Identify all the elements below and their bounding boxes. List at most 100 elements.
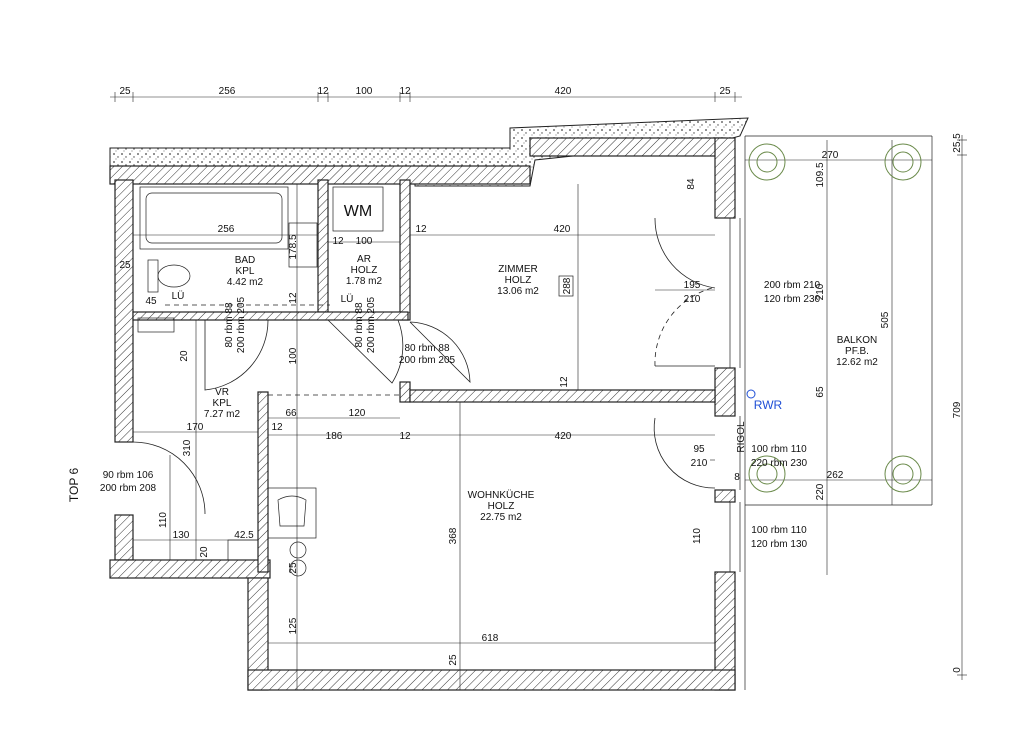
room-balkon-floor: PF.B. [845,346,869,357]
bathtub-icon [139,186,289,250]
dim-door-z-2: 200 rbm 205 [399,355,456,366]
right-dimension-chain: 25.5 709 0 [952,133,967,680]
dim-right-255: 25.5 [952,133,963,153]
room-balkon-name: BALKON [837,335,878,346]
dim-top-100: 100 [356,86,373,97]
interior-dimension-lines [133,184,715,690]
dim-425: 42.5 [234,530,254,541]
room-zimmer-area: 13.06 m2 [497,286,539,297]
room-vr-floor: KPL [213,398,232,409]
dim-210b: 210 [691,458,708,469]
dim-wk-width: 420 [555,431,572,442]
dim-window-1a: 200 rbm 210 [764,280,821,291]
room-wk-floor: HOLZ [488,501,515,512]
height-box [558,275,574,297]
dim-window-3b: 120 rbm 130 [751,539,808,550]
room-ar-area: 1.78 m2 [346,276,383,287]
dim-top-12a: 12 [317,86,329,97]
height-box-label: 288 [562,277,573,294]
dim-window-2b: 220 rbm 230 [751,458,808,469]
dim-window-2a: 100 rbm 110 [751,444,807,455]
top-dimension-chain: 25 256 12 100 12 420 25 [110,86,742,102]
dim-right-709: 709 [952,401,963,418]
dim-310: 310 [182,439,193,456]
dim-window-1b: 120 rbm 230 [764,294,821,305]
room-balkon: BALKON PF.B. 12.62 m2 [836,335,878,368]
dim-186: 186 [326,431,343,442]
dim-balcony-505: 505 [880,311,891,328]
dim-top-25b: 25 [719,86,731,97]
dim-1785: 178.5 [288,234,299,259]
room-zimmer-floor: HOLZ [505,275,532,286]
walls [109,137,736,691]
dim-balcony-220: 220 [815,483,826,500]
dim-130: 130 [173,530,190,541]
dim-66: 66 [285,408,297,419]
dim-45: 45 [145,296,157,307]
tree-icon [748,143,922,493]
dim-25-left: 25 [119,260,131,271]
rwr-icon [746,389,756,399]
wm-label: WM [344,203,372,220]
interior-dimensions: 256 100 12 12 420 178.5 25 45 12 84 80 r… [100,178,821,666]
room-vr-name: VR [215,387,229,398]
dim-wall-12b: 12 [415,224,427,235]
dim-door-ar-1: 80 rbm 88 [354,302,365,347]
dim-120: 120 [349,408,366,419]
dim-bad-width: 256 [218,224,235,235]
dim-95: 95 [693,444,705,455]
washing-machine-icon [332,186,384,232]
room-zimmer-name: ZIMMER [498,264,537,275]
dim-right-0: 0 [952,667,963,673]
dim-110: 110 [158,512,169,528]
dim-368: 368 [448,527,459,544]
dim-ar-width: 100 [356,236,373,247]
room-vr: VR KPL 7.27 m2 [204,387,241,420]
room-wk-name: WOHNKÜCHE [468,489,535,501]
room-ar-name: AR [357,254,371,265]
dim-balcony-65: 65 [815,386,826,398]
dim-8: 8 [734,472,740,483]
rigol-label: RIGOL [736,421,747,453]
room-wk-area: 22.75 m2 [480,512,522,523]
dim-top-25a: 25 [119,86,131,97]
dim-84: 84 [686,178,697,190]
unit-label: TOP 6 [67,468,81,503]
dim-top-12b: 12 [399,86,411,97]
dim-125: 125 [288,617,299,634]
dim-618: 618 [482,633,499,644]
room-bad-name: BAD [235,255,256,266]
dim-100: 100 [288,347,299,364]
dim-210: 210 [684,294,701,305]
dim-balcony-262: 262 [827,470,844,481]
room-bad-area: 4.42 m2 [227,277,264,288]
dim-12d: 12 [399,431,411,442]
room-bad-floor: KPL [236,266,255,277]
lu-label-bad: LÜ [172,290,185,302]
dim-door-z-1: 80 rbm 88 [404,343,449,354]
lu-label-ar: LÜ [341,293,354,305]
dim-entry-1: 90 rbm 106 [103,470,154,481]
dim-195: 195 [684,280,701,291]
room-ar-floor: HOLZ [351,265,378,276]
dim-12c: 12 [271,422,283,433]
dim-20: 20 [179,350,190,362]
room-balkon-area: 12.62 m2 [836,357,878,368]
door-swings [132,217,716,515]
dim-12-vertical: 12 [288,292,299,304]
dim-balcony-1095: 109.5 [815,162,826,187]
balcony-outline [729,135,933,690]
balcony-dimensions: 270 109.5 210 505 65 220 262 [745,140,932,575]
dim-entry-2: 200 rbm 208 [100,483,157,494]
dim-window-3a: 100 rbm 110 [751,525,807,536]
dim-170: 170 [187,422,204,433]
dim-zimmer-width: 420 [554,224,571,235]
room-vr-area: 7.27 m2 [204,409,241,420]
room-bad: BAD KPL 4.42 m2 [227,255,264,288]
sink-icon [288,222,318,268]
dim-top-256: 256 [219,86,236,97]
dim-wall-12a: 12 [332,236,344,247]
dim-door-bad-1: 80 rbm 88 [224,302,235,347]
room-wohnkueche: WOHNKÜCHE HOLZ 22.75 m2 [468,489,535,523]
